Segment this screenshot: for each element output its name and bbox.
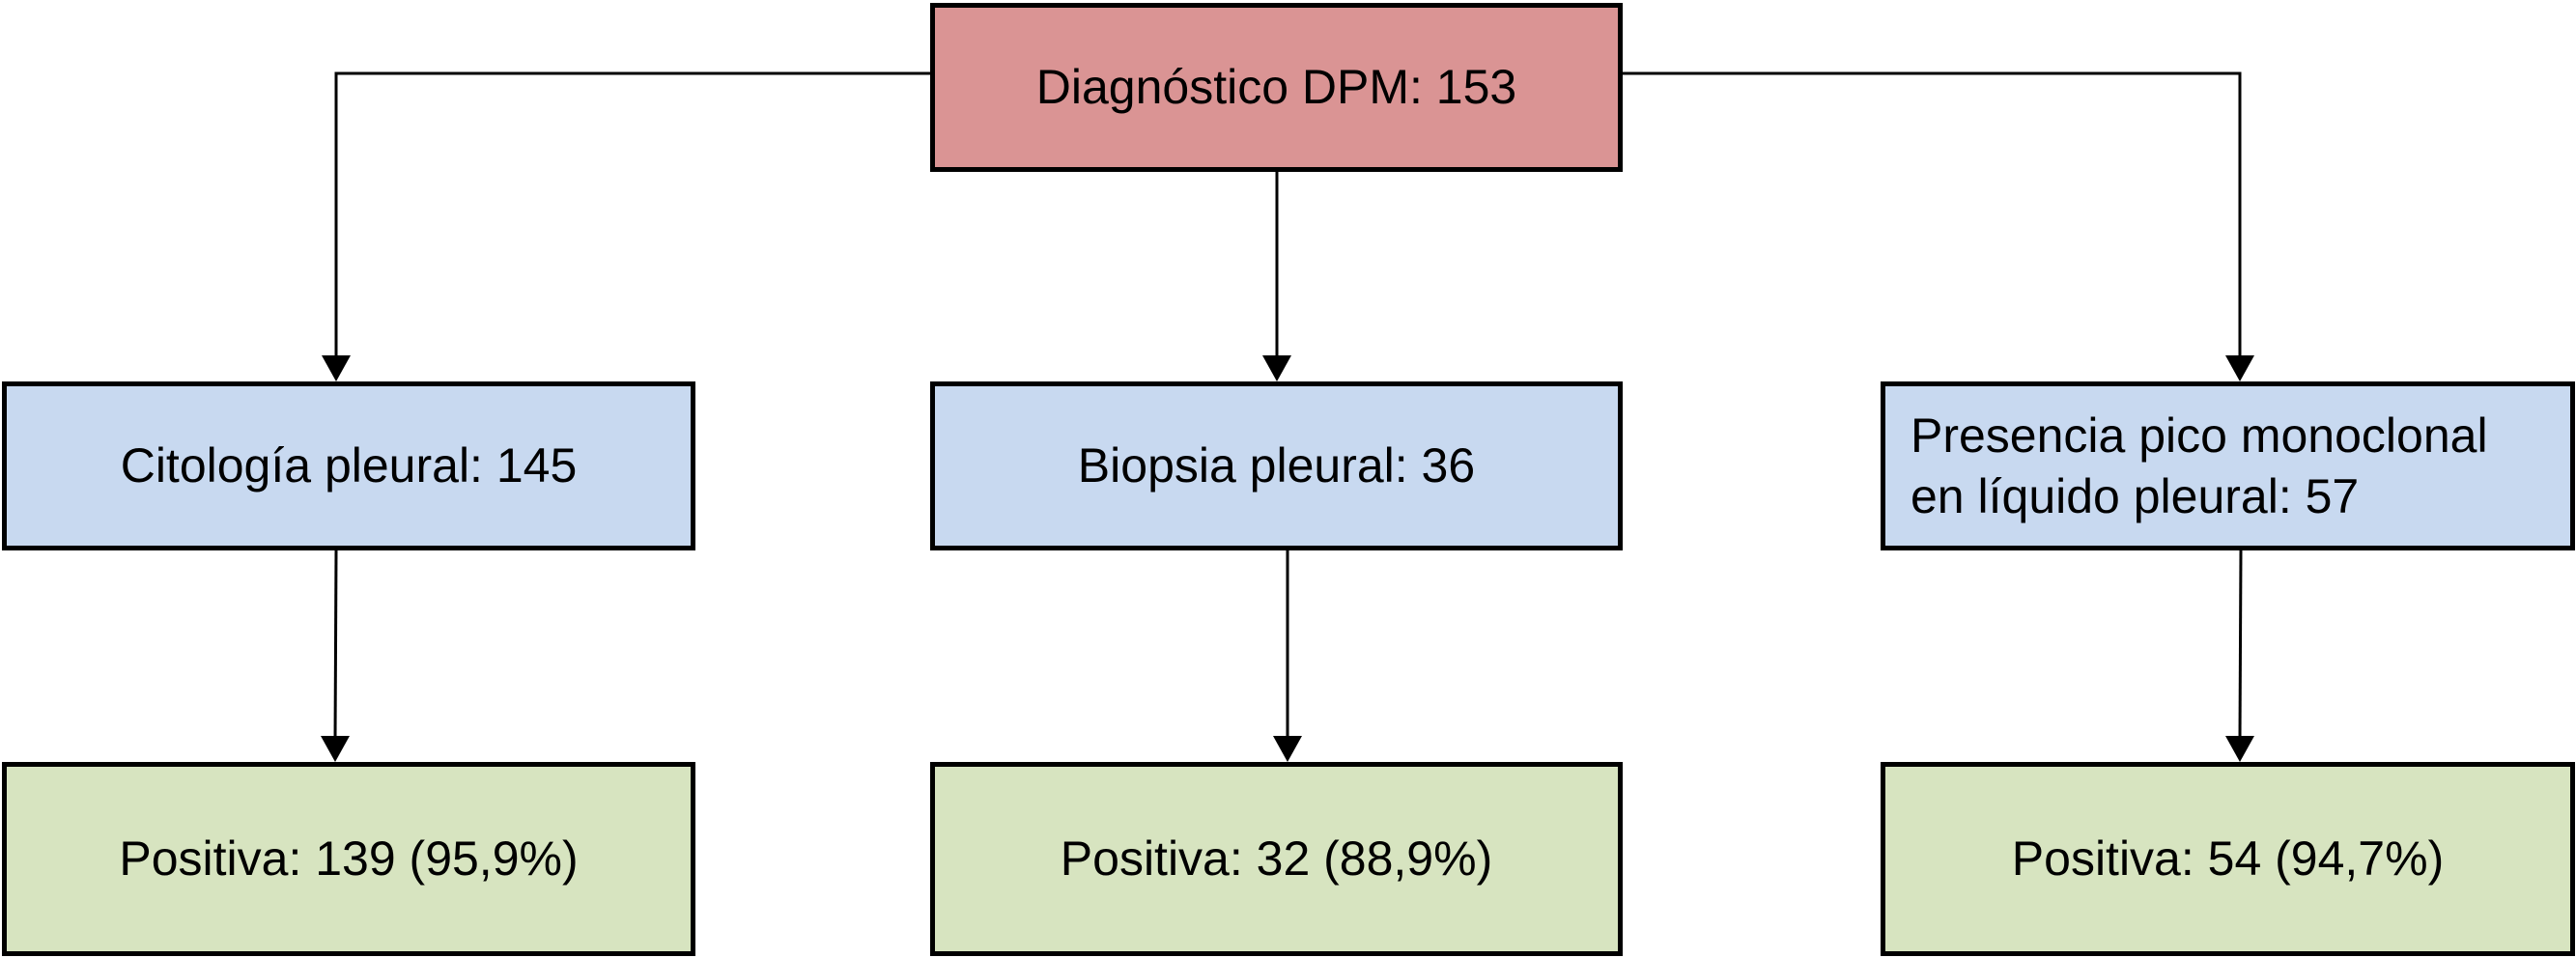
test-node-biopsia-pleural: Biopsia pleural: 36 xyxy=(930,381,1623,550)
test-node-label-line: Presencia pico monoclonal xyxy=(1911,409,2488,463)
result-node-pico-monoclonal-positiva: Positiva: 54 (94,7%) xyxy=(1881,762,2575,956)
arrowhead-pico-monoclonal xyxy=(2225,355,2254,381)
arrowhead-biopsia-positiva xyxy=(1273,736,1302,762)
arrowhead-citologia-positiva xyxy=(321,736,350,762)
test-node-label-line: en líquido pleural: 57 xyxy=(1911,468,2360,523)
result-node-citologia-positiva: Positiva: 139 (95,9%) xyxy=(2,762,695,956)
root-node-diagnostico-dpm: Diagnóstico DPM: 153 xyxy=(930,3,1623,172)
result-node-label: Positiva: 32 (88,9%) xyxy=(1060,831,1493,887)
connector-citologia-to-positiva xyxy=(333,549,338,741)
test-node-label: Citología pleural: 145 xyxy=(120,438,578,493)
connector-pico-monoclonal-to-positiva xyxy=(2238,549,2243,741)
connector-root-to-pico-monoclonal xyxy=(1623,71,2242,359)
arrowhead-pico-monoclonal-positiva xyxy=(2225,736,2254,762)
test-node-citologia-pleural: Citología pleural: 145 xyxy=(2,381,695,550)
root-node-label: Diagnóstico DPM: 153 xyxy=(1035,60,1517,115)
result-node-label: Positiva: 139 (95,9%) xyxy=(119,831,579,887)
test-node-multiline-label: Presencia pico monoclonal en líquido ple… xyxy=(1911,406,2488,526)
test-node-pico-monoclonal: Presencia pico monoclonal en líquido ple… xyxy=(1881,381,2575,550)
test-node-label: Biopsia pleural: 36 xyxy=(1077,438,1476,493)
arrowhead-biopsia xyxy=(1262,355,1291,381)
result-node-biopsia-positiva: Positiva: 32 (88,9%) xyxy=(930,762,1623,956)
connector-root-to-citologia xyxy=(334,71,930,359)
arrowhead-citologia xyxy=(322,355,351,381)
result-node-label: Positiva: 54 (94,7%) xyxy=(2011,831,2445,887)
